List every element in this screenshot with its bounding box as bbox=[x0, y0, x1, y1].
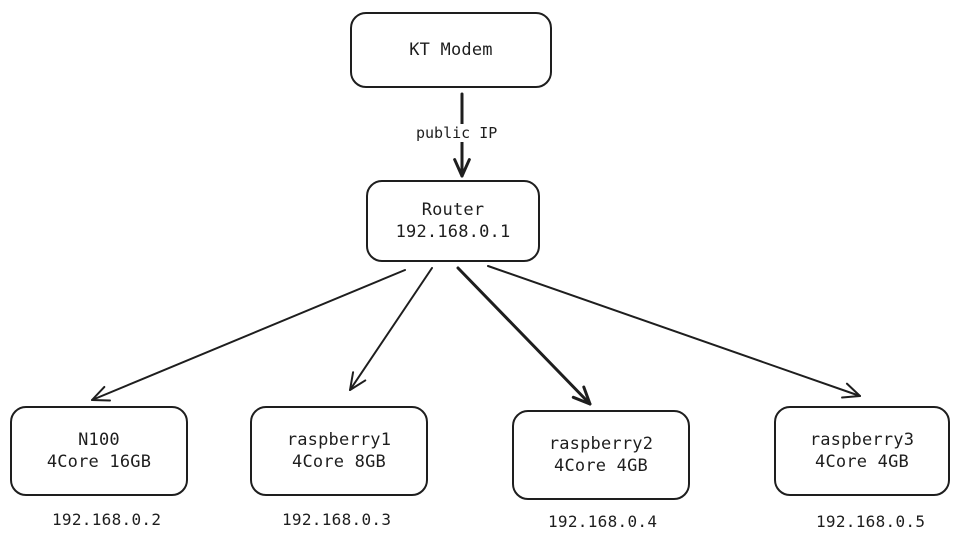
uplink-label: public IP bbox=[414, 124, 500, 142]
modem-to-router-arrow-arrowhead bbox=[453, 158, 471, 178]
device-node-raspberry1[interactable]: raspberry1 4Core 8GB bbox=[250, 406, 428, 496]
device-name: raspberry2 bbox=[548, 434, 654, 454]
device-node-raspberry3[interactable]: raspberry3 4Core 4GB bbox=[774, 406, 950, 496]
device-spec: 4Core 16GB bbox=[46, 452, 152, 472]
router-to-n100-arrow-line bbox=[91, 269, 406, 401]
router-to-raspberry2-arrow-line bbox=[456, 266, 592, 406]
device-name: N100 bbox=[78, 430, 120, 450]
device-ip: 192.168.0.5 bbox=[816, 512, 926, 531]
device-name: raspberry1 bbox=[286, 430, 392, 450]
device-spec: 4Core 8GB bbox=[292, 452, 386, 472]
router-node[interactable]: Router 192.168.0.1 bbox=[366, 180, 540, 262]
device-node-raspberry2[interactable]: raspberry2 4Core 4GB bbox=[512, 410, 690, 500]
router-to-raspberry3-arrow-arrowhead bbox=[841, 382, 861, 399]
router-to-raspberry1-arrow-line bbox=[349, 267, 433, 391]
device-spec: 4Core 4GB bbox=[554, 456, 648, 476]
router-to-raspberry2-arrow-arrowhead bbox=[571, 385, 592, 406]
router-ip: 192.168.0.1 bbox=[395, 222, 511, 242]
router-to-raspberry3-arrow-line bbox=[487, 265, 861, 397]
device-name: raspberry3 bbox=[809, 430, 915, 450]
router-to-raspberry1-arrow-arrowhead bbox=[349, 371, 367, 391]
device-ip: 192.168.0.4 bbox=[548, 512, 658, 531]
device-ip: 192.168.0.2 bbox=[52, 510, 162, 529]
device-node-n100[interactable]: N100 4Core 16GB bbox=[10, 406, 188, 496]
modem-label: KT Modem bbox=[409, 40, 493, 60]
modem-node[interactable]: KT Modem bbox=[350, 12, 552, 88]
device-spec: 4Core 4GB bbox=[815, 452, 909, 472]
device-ip: 192.168.0.3 bbox=[282, 510, 392, 529]
router-name: Router bbox=[421, 200, 485, 220]
router-to-n100-arrow-arrowhead bbox=[91, 385, 111, 402]
